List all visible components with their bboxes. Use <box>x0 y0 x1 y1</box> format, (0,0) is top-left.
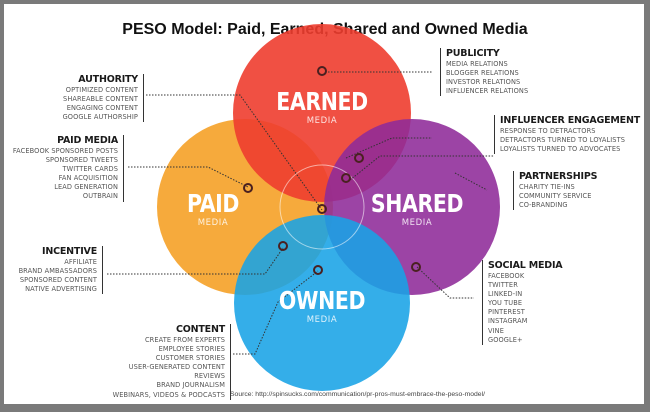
block-item: MEDIA RELATIONS <box>446 60 508 68</box>
block-heading: SOCIAL MEDIA <box>488 260 563 271</box>
block-item: DETRACTORS TURNED TO LOYALISTS <box>500 136 625 145</box>
block-item: REVIEWS <box>194 372 225 381</box>
block-item: USER-GENERATED CONTENT <box>128 363 225 372</box>
block-item: YOU TUBE <box>488 299 523 308</box>
owned-label: OWNED MEDIA <box>262 287 382 326</box>
block-heading: AUTHORITY <box>78 74 138 85</box>
block-item: BRAND AMBASSADORS <box>18 267 97 276</box>
content-block: CONTENT CREATE FROM EXPERTS EMPLOYEE STO… <box>113 324 231 400</box>
block-item: INVESTOR RELATIONS <box>446 78 521 87</box>
shared-label: SHARED MEDIA <box>352 190 482 229</box>
dot-center <box>317 204 327 214</box>
block-item: FAN ACQUISITION <box>58 174 118 183</box>
block-item: RESPONSE TO DETRACTORS <box>500 127 596 135</box>
block-heading: INFLUENCER ENGAGEMENT <box>500 115 640 126</box>
earned-title: EARNED <box>276 87 368 116</box>
social-media-block: SOCIAL MEDIA FACEBOOK TWITTER LINKED-IN … <box>482 260 563 345</box>
block-heading: INCENTIVE <box>42 246 97 257</box>
publicity-block: PUBLICITY MEDIA RELATIONS BLOGGER RELATI… <box>440 48 529 97</box>
block-item: FACEBOOK SPONSORED POSTS <box>12 147 118 155</box>
owned-sub: MEDIA <box>306 315 338 325</box>
dot-paid <box>243 183 253 193</box>
block-item: GOOGLE+ <box>488 335 523 344</box>
paid-label: PAID MEDIA <box>158 190 268 229</box>
block-heading: PAID MEDIA <box>57 135 118 146</box>
owned-circle <box>234 215 410 391</box>
block-item: LOYALISTS TURNED TO ADVOCATES <box>500 145 621 154</box>
dot-earned-shared-2 <box>354 153 364 163</box>
block-item: BRAND JOURNALISM <box>156 381 225 390</box>
block-heading: PARTNERSHIPS <box>519 171 598 182</box>
block-item: PINTEREST <box>488 308 525 317</box>
block-item: NATIVE ADVERTISING <box>25 285 97 294</box>
block-item: COMMUNITY SERVICE <box>519 192 592 201</box>
block-item: LEAD GENERATION <box>54 183 118 192</box>
incentive-block: INCENTIVE AFFILIATE BRAND AMBASSADORS SP… <box>18 246 103 295</box>
center-ring <box>279 164 365 250</box>
source-citation: Source: http://spinsucks.com/communicati… <box>230 391 485 398</box>
paid-sub: MEDIA <box>197 218 229 228</box>
earned-label: EARNED MEDIA <box>262 88 382 127</box>
block-item: VINE <box>488 326 504 335</box>
block-item: AFFILIATE <box>64 258 97 266</box>
block-item: EMPLOYEE STORIES <box>158 345 225 354</box>
block-item: CO-BRANDING <box>519 201 568 210</box>
dot-earned-shared <box>341 173 351 183</box>
block-item: INSTAGRAM <box>488 317 528 326</box>
dot-shared <box>411 262 421 272</box>
shared-sub: MEDIA <box>401 218 433 228</box>
block-item: GOOGLE AUTHORSHIP <box>62 113 138 122</box>
block-item: SPONSORED TWEETS <box>45 156 118 165</box>
block-item: FACEBOOK <box>488 272 525 280</box>
block-item: WEBINARS, VIDEOS & PODCASTS <box>112 390 225 399</box>
block-heading: PUBLICITY <box>446 48 500 59</box>
owned-title: OWNED <box>278 286 366 315</box>
block-item: LINKED-IN <box>488 290 523 299</box>
connector-lines <box>107 71 494 355</box>
paid-media-block: PAID MEDIA FACEBOOK SPONSORED POSTS SPON… <box>13 135 124 202</box>
authority-block: AUTHORITY OPTIMIZED CONTENT SHAREABLE CO… <box>62 74 144 123</box>
influencer-engagement-block: INFLUENCER ENGAGEMENT RESPONSE TO DETRAC… <box>494 115 640 155</box>
block-item: OUTBRAIN <box>82 192 118 201</box>
block-item: ENGAGING CONTENT <box>66 104 138 113</box>
shared-title: SHARED <box>370 189 464 218</box>
paid-title: PAID <box>186 189 240 218</box>
block-item: CREATE FROM EXPERTS <box>144 336 225 344</box>
dot-earned <box>317 66 327 76</box>
block-item: BLOGGER RELATIONS <box>446 69 519 78</box>
earned-sub: MEDIA <box>306 116 338 126</box>
block-item: SHAREABLE CONTENT <box>63 95 138 104</box>
block-item: OPTIMIZED CONTENT <box>65 86 138 94</box>
dot-owned <box>313 265 323 275</box>
connector-dots <box>243 66 421 275</box>
block-item: SPONSORED CONTENT <box>19 276 97 285</box>
block-item: INFLUENCER RELATIONS <box>446 87 529 96</box>
block-item: CHARITY TIE-INS <box>519 183 575 191</box>
block-item: CUSTOMER STORIES <box>155 354 225 363</box>
block-item: TWITTER CARDS <box>62 165 118 174</box>
partnerships-block: PARTNERSHIPS CHARITY TIE-INS COMMUNITY S… <box>513 171 598 211</box>
block-item: TWITTER <box>488 281 518 290</box>
dot-paid-owned <box>278 241 288 251</box>
block-heading: CONTENT <box>176 324 225 335</box>
